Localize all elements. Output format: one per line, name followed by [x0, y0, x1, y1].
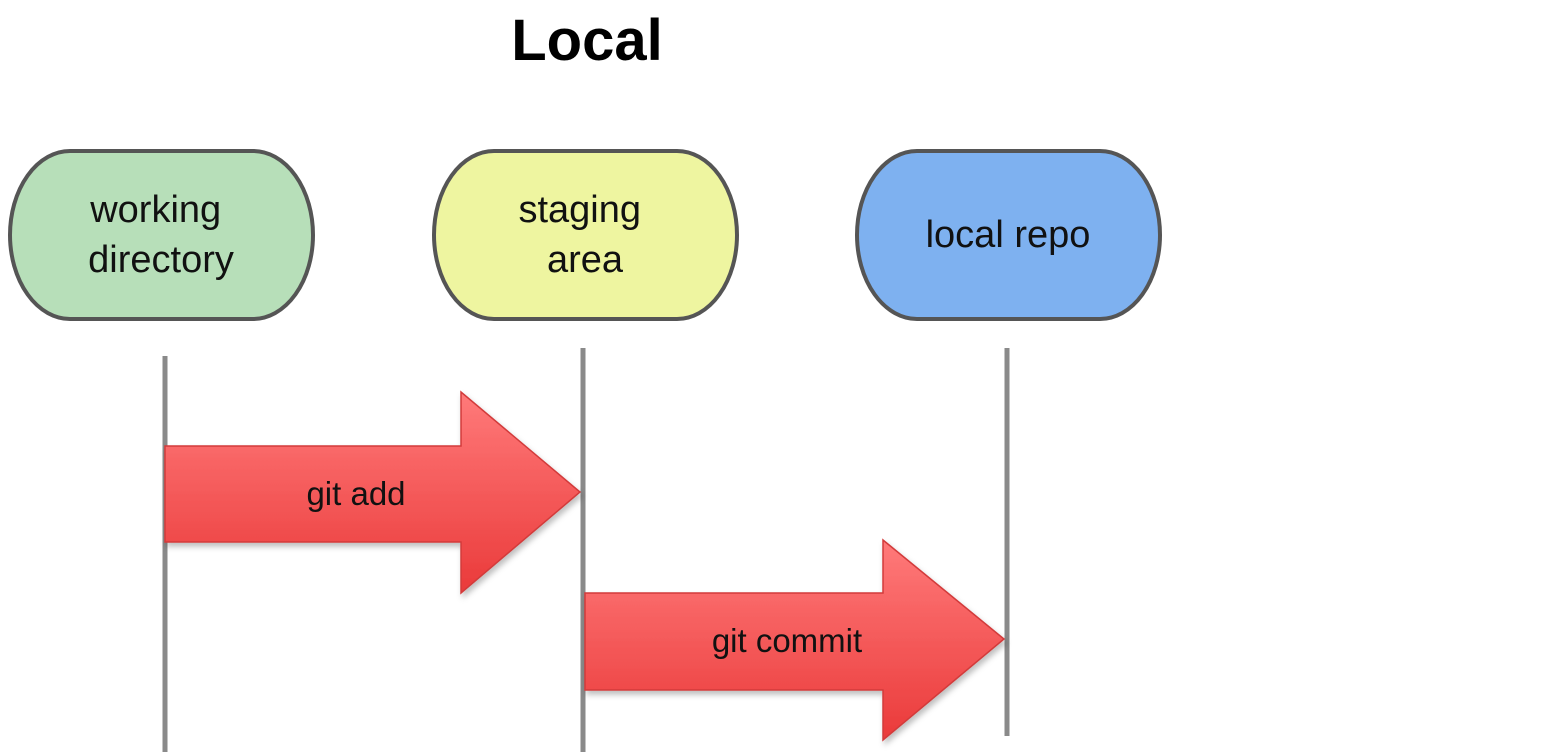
- arrow-git-commit-shape: [584, 538, 1006, 742]
- arrow-git-add-label: git add: [306, 475, 405, 512]
- node-staging-area: staging area: [432, 149, 739, 321]
- node-local-repo-label: local repo: [926, 214, 1091, 256]
- node-staging-area-label: staging area: [518, 189, 651, 281]
- arrow-git-add: [164, 390, 582, 595]
- arrow-git-add-shape: [164, 390, 582, 595]
- node-local-repo: local repo: [855, 149, 1162, 321]
- node-working-directory-label: working directory: [88, 189, 234, 281]
- node-working-directory: working directory: [8, 149, 315, 321]
- arrow-git-commit-label: git commit: [712, 622, 862, 659]
- diagram-title: Local: [511, 8, 663, 73]
- arrow-git-commit: [584, 538, 1006, 742]
